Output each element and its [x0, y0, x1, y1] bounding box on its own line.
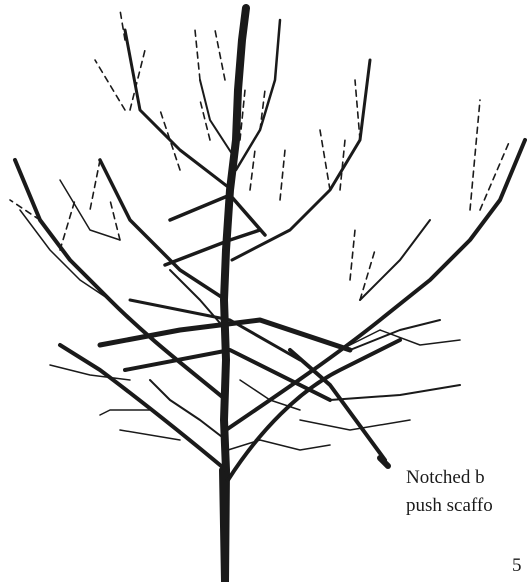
page-number: 5	[512, 556, 522, 575]
limb-right-mid	[232, 60, 370, 260]
caption-line-2: push scaffo	[406, 496, 493, 515]
trunk-base	[222, 470, 224, 582]
pruned-tip-20	[350, 230, 355, 280]
limb-small-1	[200, 80, 236, 160]
pruned-tip-18	[250, 150, 255, 190]
pruned-tip-14	[60, 200, 75, 250]
pruned-tip-22	[110, 200, 120, 240]
pruned-tip-17	[200, 100, 210, 140]
twig-left-3	[100, 410, 150, 415]
limb-left-mid	[100, 160, 226, 300]
pruned-tip-10	[355, 80, 360, 140]
pruned-tip-5	[215, 30, 225, 80]
tree-trunk	[224, 8, 246, 582]
twig-left-4	[60, 180, 120, 240]
pruned-tip-4	[195, 30, 200, 80]
shoot-lower-2	[228, 440, 330, 450]
limb-upper-cross	[165, 230, 260, 265]
pruned-tip-19	[280, 150, 285, 200]
pruned-tip-1	[120, 10, 125, 40]
caption-line-1: Notched b	[406, 468, 485, 487]
twig-left-2	[50, 365, 130, 380]
twig-right-1	[330, 385, 460, 400]
scaffold-left-low	[60, 345, 226, 470]
pruned-tip-2	[95, 60, 125, 110]
pruned-tip-15	[90, 160, 100, 210]
twig-left-5	[120, 430, 180, 440]
notched-brace	[290, 350, 385, 460]
pruned-tip-12	[480, 140, 510, 210]
pruned-tip-8	[320, 130, 330, 190]
pruned-tip-11	[470, 100, 480, 210]
limb-small-2	[170, 270, 226, 330]
limb-upper-cross-2	[170, 195, 265, 235]
